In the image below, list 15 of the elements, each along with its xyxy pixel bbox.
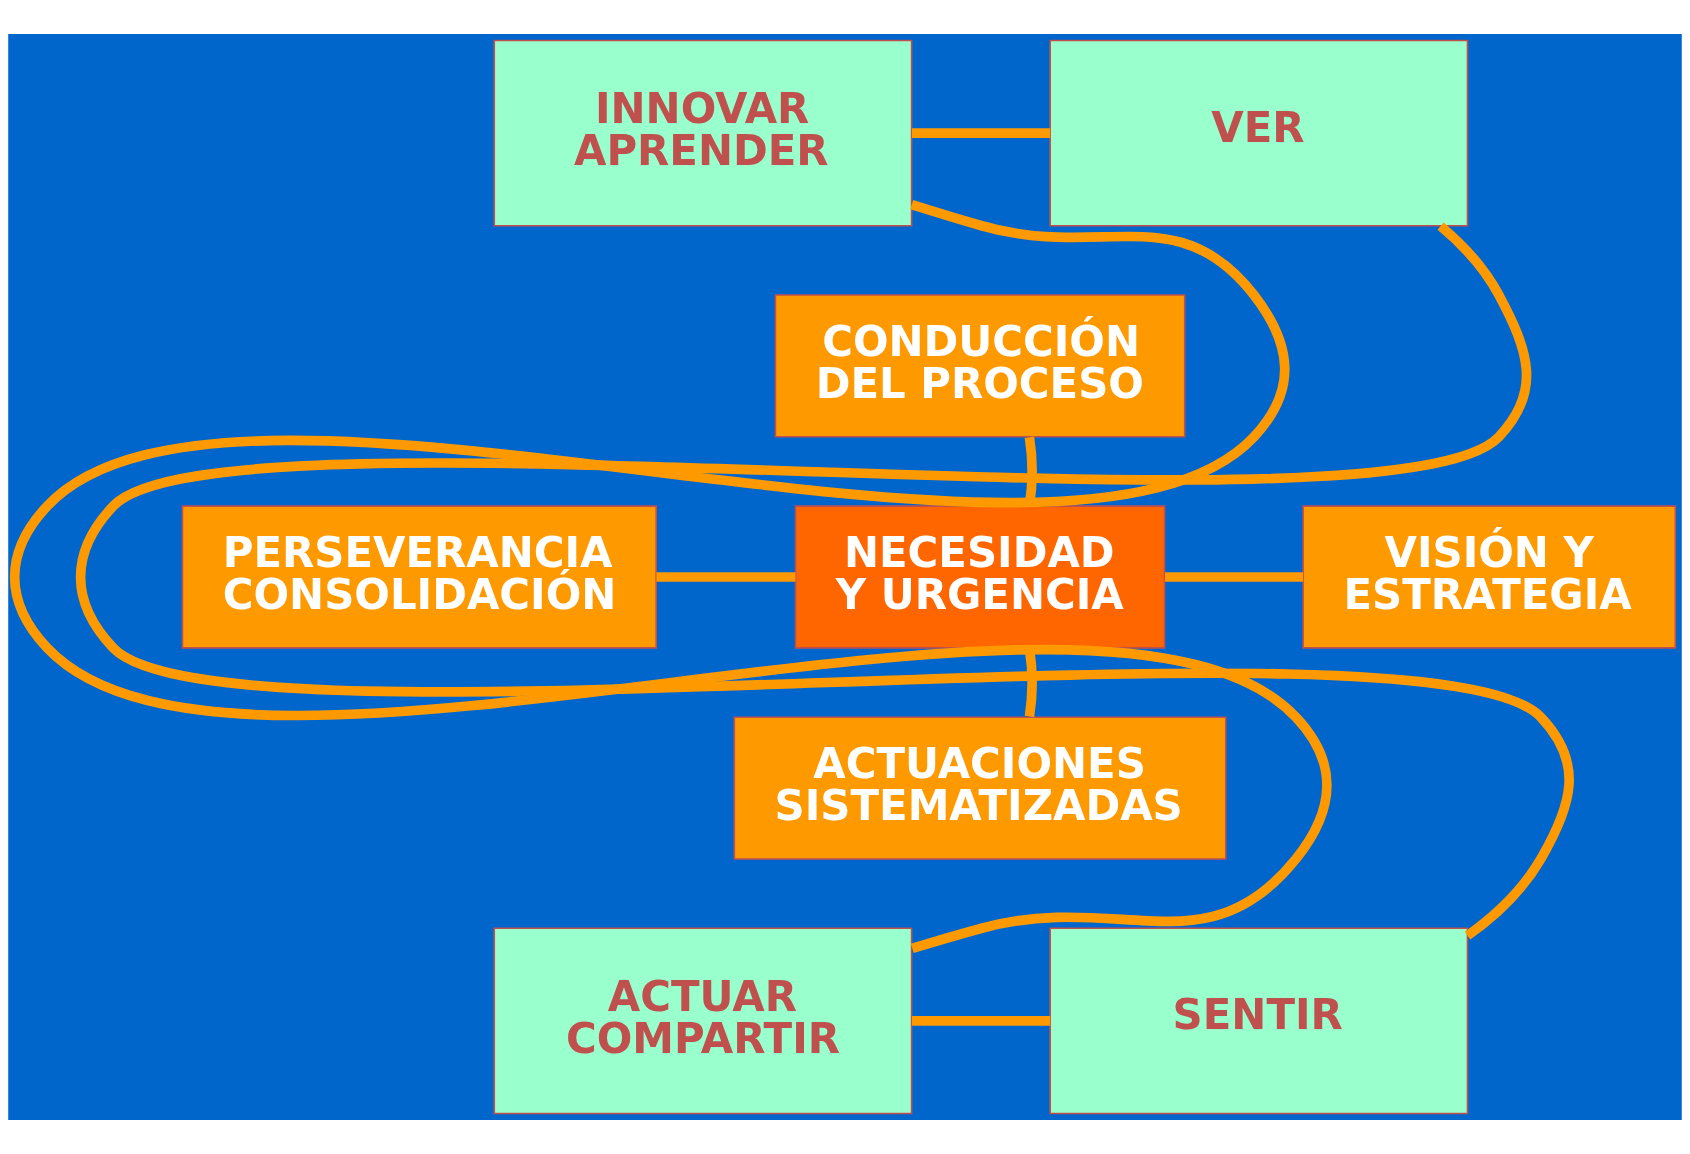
node-box: CONDUCCIÓN DEL PROCESO xyxy=(774,294,1186,438)
connector xyxy=(911,1016,1051,1026)
connector xyxy=(656,572,796,582)
node-box: NECESIDAD Y URGENCIA xyxy=(794,505,1166,649)
node-box: ACTUACIONES SISTEMATIZADAS xyxy=(733,716,1227,860)
connector xyxy=(911,128,1051,138)
connector xyxy=(11,199,1331,954)
node-box: VER xyxy=(1049,39,1469,227)
node-box: ACTUAR COMPARTIR xyxy=(493,927,913,1115)
connector xyxy=(76,222,1574,940)
node-box: INNOVAR APRENDER xyxy=(493,39,913,227)
node-box: SENTIR xyxy=(1049,927,1469,1115)
node-box: PERSEVERANCIA CONSOLIDACIÓN xyxy=(181,505,657,649)
node-box: VISIÓN Y ESTRATEGIA xyxy=(1302,505,1677,649)
connector xyxy=(1165,572,1304,582)
